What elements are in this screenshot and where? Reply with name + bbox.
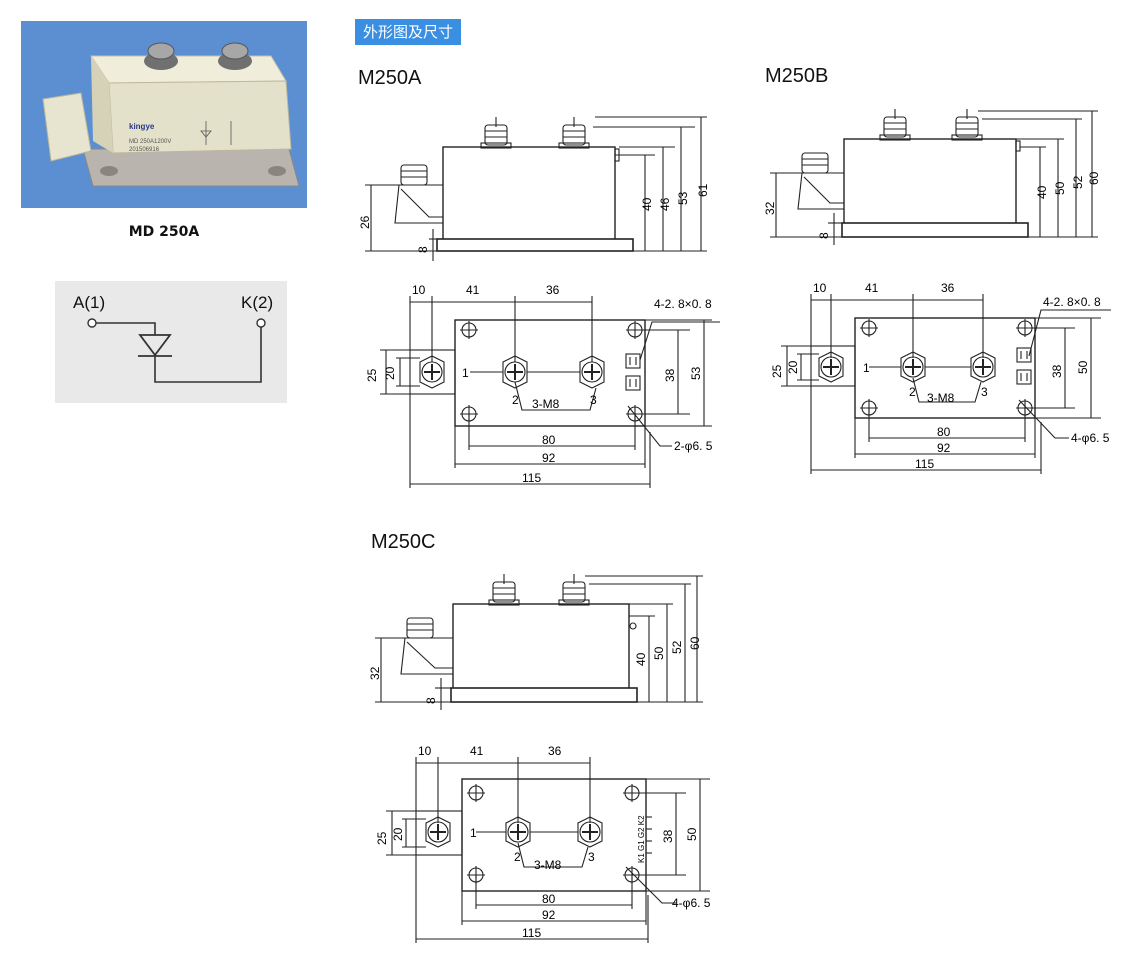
m250a-side-dim-61: 61 (696, 183, 710, 197)
m250c-top-dim-80: 80 (542, 892, 556, 906)
m250a-screw-note: 3-M8 (532, 397, 560, 411)
anode-label: A(1) (73, 293, 105, 312)
m250a-side-dim-26: 26 (358, 215, 372, 229)
diode-schematic: A(1) K(2) (55, 281, 287, 403)
section-title: 外形图及尺寸 (355, 19, 462, 45)
photo-date-text: 201506916 (129, 147, 160, 153)
m250b-side-dim-52: 52 (1071, 175, 1085, 189)
m250b-side-dim-40: 40 (1035, 185, 1049, 199)
m250b-hole-note: 4-φ6. 5 (1071, 431, 1110, 445)
m250b-top-dim-20: 20 (786, 360, 800, 374)
m250c-top-dim-38: 38 (661, 829, 675, 843)
model-title-m250a: M250A (358, 67, 422, 89)
m250c-top-dim-50: 50 (685, 827, 699, 841)
m250c-top-dim-10: 10 (418, 745, 432, 758)
m250b-top-dim-50: 50 (1076, 360, 1090, 374)
m250c-top-dim-92: 92 (542, 908, 556, 922)
m250b-tab-note: 4-2. 8×0. 8 (1043, 295, 1101, 309)
m250c-top-view: 10 41 36 25 20 38 50 80 92 115 1 2 3 3-M… (375, 745, 711, 943)
m250b-top-dim-92: 92 (937, 441, 951, 455)
m250b-side-dim-8: 8 (817, 232, 831, 239)
m250a-side-dim-40: 40 (640, 197, 654, 211)
m250a-hole-note: 2-φ6. 5 (674, 439, 713, 453)
m250b-side-dim-60: 60 (1087, 171, 1100, 185)
m250b-top-dim-80: 80 (937, 425, 951, 439)
cathode-terminal (256, 318, 266, 328)
model-title-m250c: M250C (371, 531, 436, 553)
m250c-side-dim-40: 40 (634, 652, 648, 666)
m250c-top-dim-25: 25 (375, 831, 389, 845)
m250a-top-dim-115: 115 (522, 471, 541, 485)
m250b-terminal-3: 3 (981, 385, 988, 399)
m250a-terminal-2: 2 (512, 393, 519, 407)
m250a-side-dim-8: 8 (416, 246, 430, 253)
m250b-top-dim-41: 41 (865, 282, 879, 295)
m250c-top-dim-41: 41 (470, 745, 484, 758)
m250c-side-dim-60: 60 (688, 636, 702, 650)
m250a-terminal-1: 1 (462, 366, 469, 380)
photo-caption: MD 250A (128, 224, 200, 240)
m250b-top-view: 10 41 36 25 20 38 50 80 92 115 1 2 3 3-M… (770, 282, 1111, 474)
m250a-top-dim-10: 10 (412, 283, 426, 297)
m250a-top-dim-53: 53 (689, 366, 703, 380)
m250c-top-dim-115: 115 (522, 926, 541, 940)
m250c-terminal-1: 1 (470, 826, 477, 840)
m250c-side-dim-8: 8 (424, 697, 438, 704)
m250c-side-dim-52: 52 (670, 640, 684, 654)
m250b-side-view: 40 50 52 60 32 8 (763, 109, 1100, 245)
product-photo: kingye MD 250A1200V 201506916 (21, 21, 307, 208)
m250a-top-dim-80: 80 (542, 433, 556, 447)
m250a-tab-note: 4-2. 8×0. 8 (654, 297, 712, 311)
m250a-top-view: 10 41 36 25 20 38 53 80 92 115 1 2 3 3-M… (365, 283, 720, 488)
m250a-top-dim-36: 36 (546, 283, 560, 297)
m250a-top-dim-25: 25 (365, 368, 379, 382)
m250a-terminal-3: 3 (590, 393, 597, 407)
photo-part-text: MD 250A1200V (129, 139, 171, 145)
m250c-top-dim-20: 20 (391, 827, 405, 841)
model-title-m250b: M250B (765, 65, 829, 87)
m250b-top-dim-25: 25 (770, 364, 784, 378)
m250b-side-dim-32: 32 (763, 201, 777, 215)
m250a-top-dim-92: 92 (542, 451, 556, 465)
m250b-top-dim-10: 10 (813, 282, 827, 295)
m250a-side-dim-53: 53 (676, 191, 690, 205)
m250c-hole-note: 4-φ6. 5 (672, 896, 711, 910)
m250b-top-dim-36: 36 (941, 282, 955, 295)
m250c-side-dim-50: 50 (652, 646, 666, 660)
m250b-terminal-1: 1 (863, 361, 870, 375)
m250b-terminal-2: 2 (909, 385, 916, 399)
m250c-terminal-2: 2 (514, 850, 521, 864)
m250b-screw-note: 3-M8 (927, 391, 955, 405)
m250a-top-dim-20: 20 (383, 366, 397, 380)
photo-brand-text: kingye (129, 122, 155, 131)
m250b-side-dim-50: 50 (1053, 181, 1067, 195)
m250c-side-view: 40 50 52 60 32 8 (368, 574, 703, 710)
diode-symbol (138, 334, 172, 357)
m250a-side-dim-46: 46 (658, 197, 672, 211)
cathode-label: K(2) (241, 293, 273, 312)
m250c-screw-note: 3-M8 (534, 858, 562, 872)
m250b-top-dim-115: 115 (915, 457, 934, 471)
m250c-pin-labels: K1 G1 G2 K2 (637, 815, 646, 863)
m250c-side-dim-32: 32 (368, 666, 382, 680)
m250c-top-dim-36: 36 (548, 745, 562, 758)
m250a-top-dim-41: 41 (466, 283, 480, 297)
m250c-terminal-3: 3 (588, 850, 595, 864)
m250b-top-dim-38: 38 (1050, 364, 1064, 378)
m250a-top-dim-38: 38 (663, 368, 677, 382)
anode-terminal (87, 318, 97, 328)
m250a-side-view: 40 46 53 61 26 8 (358, 116, 710, 261)
